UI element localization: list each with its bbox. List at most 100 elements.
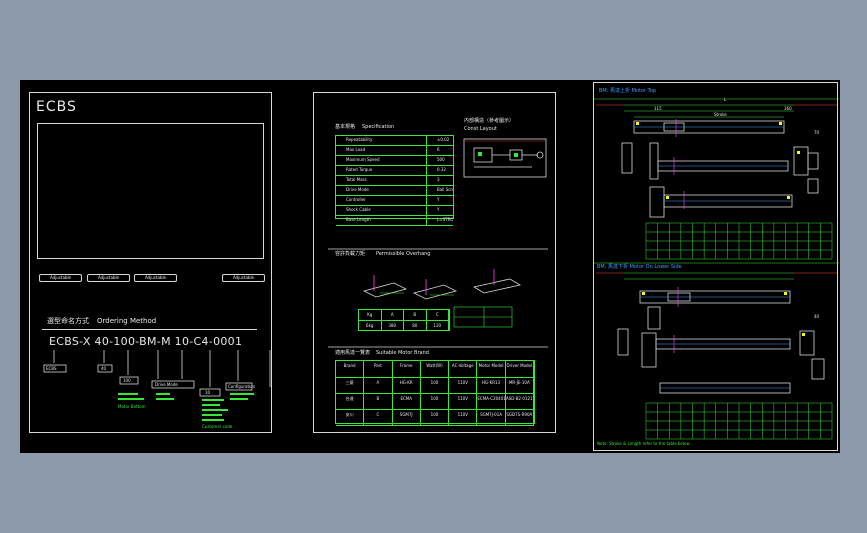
adjust-tag-4: Adjustable (222, 274, 265, 282)
spec-name: Drive Mode (336, 186, 427, 195)
note-series: ECBS (46, 366, 57, 371)
ordering-label-cn: 選型命名方式 (47, 317, 89, 325)
spec-value: Y (437, 207, 440, 212)
motor-title-en: Suitable Motor Brand (376, 350, 429, 356)
note-config: Configuration (228, 384, 256, 389)
motor-cell: HG-KR (393, 378, 421, 393)
motor-header-cell: Brand (336, 361, 365, 377)
adjust-tag-1: Adjustable (39, 274, 82, 282)
moment-title-cn: 容許負載力矩 (335, 251, 366, 257)
motor-cell: 100 (421, 410, 450, 425)
motor-cell: MR-JE-10A (506, 378, 534, 393)
spec-row: Drive Mode Ball Screw (336, 186, 453, 196)
motor-cell: 三菱 (336, 378, 365, 393)
motor-cell: ASD-B2-0121 (506, 394, 534, 409)
motor-cell: C (364, 410, 393, 425)
spec-name: Rated Torque (336, 166, 427, 175)
motor-header-cell: Driver Model (506, 361, 534, 377)
spec-name: Maximum Speed (336, 156, 427, 165)
moment-header-cell: Kg (359, 310, 382, 320)
moment-cell: 80 (404, 321, 427, 331)
cad-model-space: ECBS Adjustable Adjustable Adjustable Ad… (20, 80, 840, 453)
spec-name: Base Length (336, 216, 427, 225)
motor-header-cell: Part (364, 361, 393, 377)
spec-value: Ball Screw (437, 187, 453, 192)
dimension-drawings (594, 98, 839, 440)
note-size: 40 (101, 366, 107, 371)
motor-top-title: BM: 馬達上折 Motor Top (599, 88, 657, 94)
dim-d3: L (724, 97, 727, 102)
spec-name: Repeatability (336, 136, 427, 145)
note-stroke: 100 (123, 378, 131, 383)
model-code: ECBS-X 40-100-BM-M 10-C4-0001 (49, 335, 243, 348)
spec-row: Base Length L=STROKE+250 (336, 216, 453, 226)
moment-cell: 120 (427, 321, 449, 331)
drawing-sheet-dimensions: BM: 馬達上折 Motor Top BM: 馬達下折 Motor On Low… (593, 82, 839, 451)
note-drive: Drive Mode (155, 382, 178, 387)
motor-title-cn: 適用馬達一覽表 (335, 350, 371, 356)
moment-header-cell: C (427, 310, 449, 320)
spec-title-cn: 基本規格 (335, 124, 356, 130)
dim-d5: 70 (814, 130, 820, 135)
motor-cell: 台達 (336, 394, 365, 409)
ordering-underline (42, 329, 257, 330)
note-lead: 10 (205, 390, 211, 395)
sheet-title: ECBS (36, 99, 77, 115)
ordering-label-en: Ordering Method (97, 317, 157, 325)
motor-cell: SGM7J-01A (477, 410, 506, 425)
spec-name: Shock Cable (336, 206, 427, 215)
moment-cell: 6kg (359, 321, 382, 331)
dim-d4: Stroke (714, 112, 727, 117)
drawing-sheet-spec: 基本規格 Specification 內部構造（參考圖示） Const Layo… (313, 92, 556, 433)
note-customer: Customer code (202, 424, 233, 429)
dim-d1: 115 (654, 106, 662, 111)
spec-value: L=STROKE+250 (437, 217, 453, 222)
layout-title-cn: 內部構造（參考圖示） (464, 118, 515, 124)
motor-cell: SGD7S-R90A (506, 410, 534, 425)
moment-cell: 380 (382, 321, 404, 331)
motor-cell: ECMA-C20401 (477, 394, 506, 409)
spec-title-en: Specification (362, 124, 395, 130)
const-layout-schematic (328, 138, 548, 348)
spec-value: 0.32 (437, 167, 446, 172)
motor-header-cell: Frame (393, 361, 421, 377)
motor-cell: ECMA (393, 394, 421, 409)
motor-cell: 110V (449, 394, 478, 409)
motor-header-cell: AC-Voltage (449, 361, 478, 377)
motor-cell: B (364, 394, 393, 409)
footer-note: Note: Stroke & Length refer to the table… (597, 441, 690, 446)
spec-row: Maximum Speed 500 (336, 156, 453, 166)
motor-cell: HG-KR13 (477, 378, 506, 393)
adjust-tag-3: Adjustable (134, 274, 177, 282)
moment-title-en: Permissible Overhang (376, 251, 431, 257)
code-leader-lines (43, 350, 271, 421)
spec-row: Rated Torque 0.32 (336, 166, 453, 176)
spec-value: 500 (437, 157, 445, 162)
dim-d2: 160 (784, 106, 792, 111)
spec-name: Max Load (336, 146, 427, 155)
note-motor-loc: Motor Bottom (118, 404, 146, 409)
adjust-tag-2: Adjustable (87, 274, 130, 282)
product-image-frame (37, 123, 264, 259)
spec-value: Y (437, 197, 440, 202)
motor-header-cell: Watt(W) (421, 361, 450, 377)
motor-cell: 安川 (336, 410, 365, 425)
motor-cell: 110V (449, 410, 478, 425)
spec-row: Repeatability±0.02 (336, 136, 453, 146)
motor-cell: SGM7J (393, 410, 421, 425)
motor-cell: 100 (421, 378, 450, 393)
spec-row: Shock Cable Y (336, 206, 453, 216)
motor-cell: A (364, 378, 393, 393)
motor-cell: 110V (449, 378, 478, 393)
motor-header-cell: Motor Model (477, 361, 506, 377)
motor-cell: 100 (421, 394, 450, 409)
